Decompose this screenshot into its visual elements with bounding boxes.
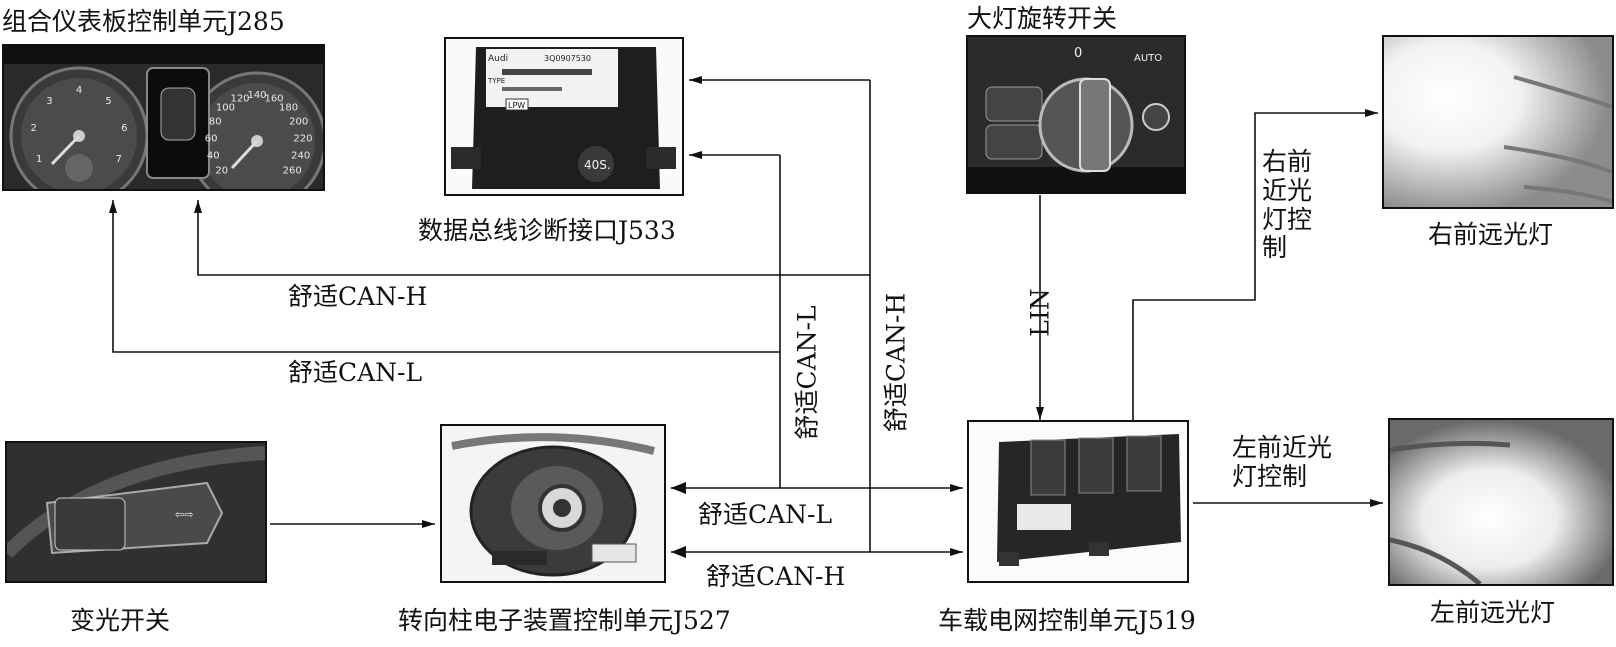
cluster-tick-label: 40 <box>207 151 220 162</box>
arrowhead-can-l-left <box>671 482 686 494</box>
headlight-switch-photo-art: 0 AUTO <box>968 37 1184 192</box>
edge-label-can-l-top: 舒适CAN-L <box>288 360 422 385</box>
arrowhead-can-h-left <box>671 546 686 558</box>
cluster-tick-label: 60 <box>205 133 218 144</box>
right-low-beam-line-1: 右前 <box>1262 148 1312 177</box>
edge-label-right-low-beam: 右前 近光 灯控 制 <box>1262 148 1312 263</box>
edge-label-lin: LIN <box>1028 283 1053 343</box>
cluster-tick-label: 220 <box>293 133 312 144</box>
cluster-tick-label: 80 <box>209 117 222 128</box>
svg-text:⇦⇨: ⇦⇨ <box>175 508 193 521</box>
right-high-beam-label: 右前远光灯 <box>1428 222 1553 247</box>
cluster-tick-label: 20 <box>215 166 228 177</box>
left-low-beam-line-1: 左前近光 <box>1232 434 1332 463</box>
cluster-tick-label: 200 <box>289 117 308 128</box>
gateway-photo-art: Audi 3Q0907530 TYPE LPW 40S. <box>446 39 682 194</box>
switch-auto-text: AUTO <box>1134 53 1162 64</box>
left-high-beam-photo-art <box>1390 420 1612 584</box>
cluster-tick-label: 5 <box>105 96 111 107</box>
edge-label-can-l-bottom: 舒适CAN-L <box>698 502 832 527</box>
cluster-tick-label: 3 <box>46 96 52 107</box>
steering-column-photo <box>440 424 666 583</box>
gateway-tag-text: LPW <box>508 101 525 110</box>
bcm-photo <box>967 420 1189 583</box>
edge-label-can-h-vertical: 舒适CAN-H <box>884 293 909 433</box>
headlight-switch-photo: 0 AUTO <box>966 35 1186 194</box>
steering-column-label: 转向柱电子装置控制单元J527 <box>398 608 731 633</box>
left-high-beam-label: 左前远光灯 <box>1430 600 1555 625</box>
left-low-beam-line-2: 灯控制 <box>1232 463 1332 492</box>
cluster-tick-label: 180 <box>279 103 298 114</box>
cluster-tick-label: 260 <box>283 166 302 177</box>
edge-label-can-h-top: 舒适CAN-H <box>288 284 427 309</box>
stalk-switch-photo-art: ⇦⇨ <box>7 443 265 581</box>
gateway-brand-text: Audi <box>488 54 508 64</box>
cluster-photo-art: 1234567204060801001201401601802002202402… <box>4 46 325 191</box>
cluster-label: 组合仪表板控制单元J285 <box>2 9 285 34</box>
gateway-partno-text: 3Q0907530 <box>544 54 591 63</box>
bcm-photo-art <box>969 422 1187 581</box>
stalk-switch-photo: ⇦⇨ <box>5 441 267 583</box>
edge-label-can-h-bottom: 舒适CAN-H <box>706 564 845 589</box>
cluster-tick-label: 240 <box>291 151 310 162</box>
cluster-tick-label: 2 <box>31 123 37 134</box>
cluster-tick-label: 1 <box>36 154 42 165</box>
cluster-tick-label: 4 <box>76 85 82 96</box>
gateway-label: 数据总线诊断接口J533 <box>418 218 676 243</box>
bcm-label: 车载电网控制单元J519 <box>938 608 1196 633</box>
gateway-model-text: TYPE <box>487 77 505 85</box>
cluster-tick-label: 6 <box>121 123 127 134</box>
cluster-tick-label: 7 <box>116 154 122 165</box>
headlight-switch-label: 大灯旋转开关 <box>967 6 1117 31</box>
gateway-photo: Audi 3Q0907530 TYPE LPW 40S. <box>444 37 684 196</box>
left-high-beam-photo <box>1388 418 1614 586</box>
right-low-beam-line-4: 制 <box>1262 234 1312 263</box>
gateway-code-text: 40S. <box>584 158 611 172</box>
right-high-beam-photo-art <box>1384 37 1612 207</box>
steering-column-photo-art <box>442 426 664 581</box>
right-low-beam-line-2: 近光 <box>1262 177 1312 206</box>
right-low-beam-line-3: 灯控 <box>1262 206 1312 235</box>
edge-label-left-low-beam: 左前近光 灯控制 <box>1232 434 1332 492</box>
stalk-switch-label: 变光开关 <box>70 608 170 633</box>
switch-zero-text: 0 <box>1074 46 1082 61</box>
edge-label-can-l-vertical: 舒适CAN-L <box>795 303 820 443</box>
right-high-beam-photo <box>1382 35 1614 209</box>
